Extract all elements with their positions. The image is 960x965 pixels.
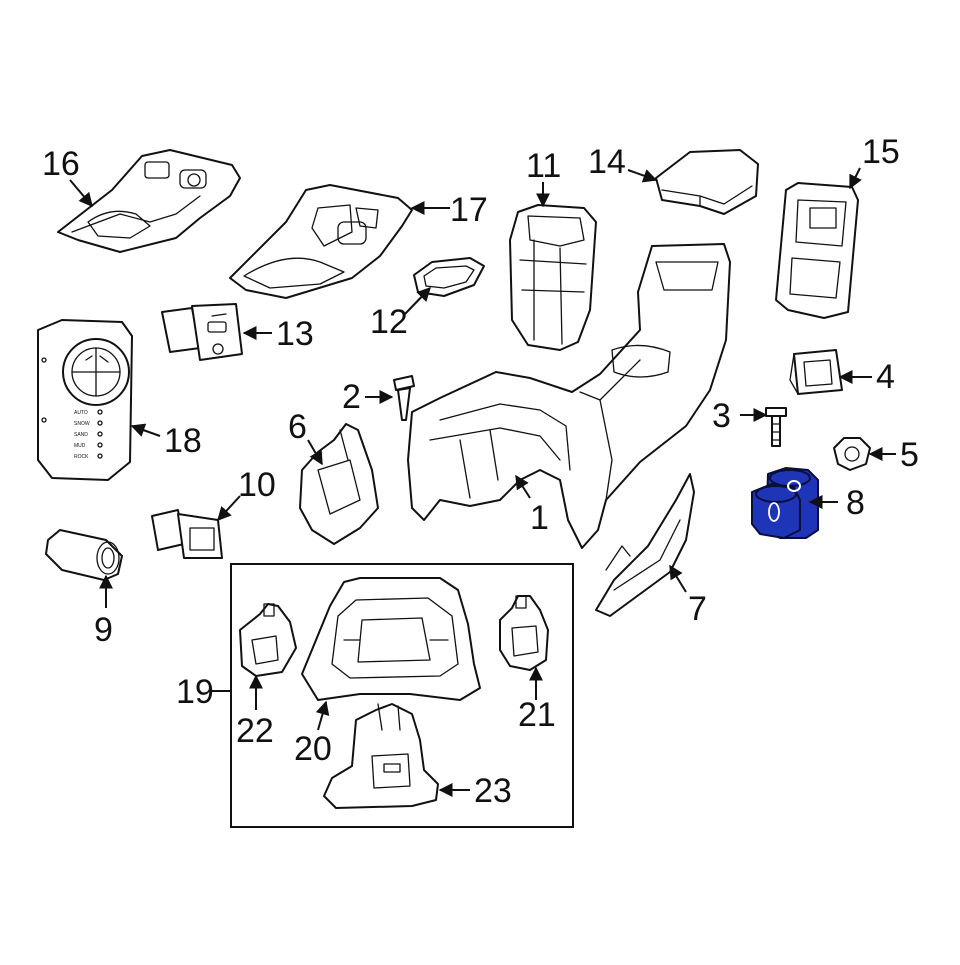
- part-23-lower-bracket[interactable]: [323, 703, 439, 809]
- terrain-label-mud: MUD: [74, 443, 86, 449]
- part-11-bracket[interactable]: [509, 204, 597, 351]
- callout-15[interactable]: 15: [862, 133, 900, 171]
- callout-4[interactable]: 4: [876, 358, 895, 396]
- part-2-push-pin[interactable]: [393, 375, 415, 421]
- part-22-left-switch[interactable]: [239, 603, 297, 677]
- part-18-terrain-panel[interactable]: AUTO SNOW SAND MUD ROCK: [37, 319, 133, 481]
- callout-12[interactable]: 12: [370, 303, 408, 341]
- callout-7[interactable]: 7: [688, 590, 707, 628]
- group-box-19: [230, 563, 574, 828]
- part-13-switch[interactable]: [161, 303, 243, 361]
- part-14-armrest-lid[interactable]: [655, 149, 759, 215]
- part-10-connector[interactable]: [151, 509, 223, 559]
- part-1-console-body[interactable]: [407, 243, 731, 549]
- part-6-side-bracket[interactable]: [299, 423, 379, 545]
- terrain-label-sand: SAND: [74, 432, 88, 438]
- callout-16[interactable]: 16: [42, 145, 80, 183]
- callout-14[interactable]: 14: [588, 143, 626, 181]
- callout-8[interactable]: 8: [846, 484, 865, 522]
- terrain-label-rock: ROCK: [74, 454, 89, 460]
- part-17-shifter-bezel[interactable]: [229, 184, 413, 299]
- callout-17[interactable]: 17: [450, 191, 488, 229]
- callout-9[interactable]: 9: [94, 611, 113, 649]
- part-5-nut[interactable]: [833, 437, 871, 471]
- part-15-rear-panel[interactable]: [775, 182, 859, 319]
- part-8-cup-holder[interactable]: [751, 467, 819, 539]
- callout-19[interactable]: 19: [176, 673, 214, 711]
- terrain-labels: AUTO SNOW SAND MUD ROCK: [74, 410, 90, 460]
- callout-1[interactable]: 1: [530, 499, 549, 537]
- part-7-trim-panel[interactable]: [595, 473, 695, 617]
- callout-13[interactable]: 13: [276, 315, 314, 353]
- callout-23[interactable]: 23: [474, 772, 512, 810]
- part-3-bolt[interactable]: [765, 407, 787, 447]
- part-21-right-switch[interactable]: [499, 595, 549, 671]
- callout-2[interactable]: 2: [342, 378, 361, 416]
- leader-lines: [69, 167, 896, 797]
- terrain-label-snow: SNOW: [74, 421, 90, 427]
- callout-11[interactable]: 11: [526, 147, 561, 185]
- part-16-console-bezel[interactable]: [57, 149, 241, 253]
- callout-20[interactable]: 20: [294, 730, 332, 768]
- callout-labels: 16 17 11 14 15 12 13 2 4 3 5 18 6 1 8 10…: [42, 133, 919, 810]
- callout-18[interactable]: 18: [164, 422, 202, 460]
- part-20-center-bezel[interactable]: [301, 577, 481, 701]
- terrain-label-auto: AUTO: [74, 410, 88, 416]
- part-12-gasket[interactable]: [413, 257, 485, 297]
- part-4-module[interactable]: [789, 349, 843, 395]
- callout-6[interactable]: 6: [288, 408, 307, 446]
- callout-5[interactable]: 5: [900, 436, 919, 474]
- callout-21[interactable]: 21: [518, 696, 556, 734]
- part-9-socket[interactable]: [45, 529, 123, 581]
- callout-3[interactable]: 3: [712, 397, 731, 435]
- callout-10[interactable]: 10: [238, 466, 276, 504]
- callout-22[interactable]: 22: [236, 712, 274, 750]
